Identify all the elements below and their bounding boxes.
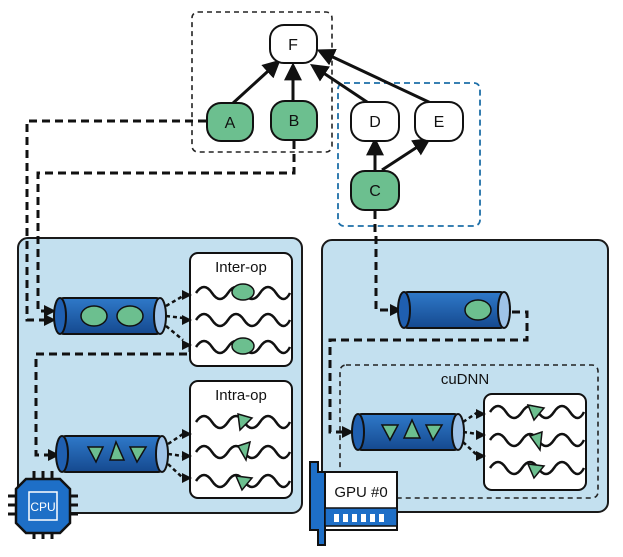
cudnn-box — [339, 364, 599, 499]
intraop-fanout-arrows — [167, 432, 184, 479]
node-e: E — [414, 101, 464, 142]
node-c: C — [350, 170, 400, 211]
connector-arrowheads — [44, 304, 402, 461]
node-f: F — [269, 24, 318, 64]
edge-c-e — [381, 138, 432, 172]
op-split-token — [526, 463, 546, 480]
op-split-token — [528, 430, 543, 453]
cpu-intraop-queue — [55, 435, 169, 473]
node-e-label: E — [434, 114, 445, 131]
op-split-token — [424, 424, 444, 442]
connector-b-queue — [36, 141, 296, 313]
op-split-token — [108, 439, 126, 461]
op-token — [80, 305, 108, 327]
edge-e-f — [316, 48, 434, 106]
node-d-label: D — [369, 114, 381, 131]
op-token — [231, 337, 255, 355]
node-a: A — [206, 102, 254, 142]
op-split-token — [526, 404, 546, 422]
op-split-token — [380, 424, 400, 442]
cpu-chip-label: CPU — [30, 500, 55, 514]
op-token — [116, 305, 144, 327]
intraop-label: Intra-op — [215, 387, 267, 404]
node-d: D — [350, 101, 400, 142]
node-c-label: C — [369, 183, 381, 200]
edge-d-f — [310, 64, 371, 106]
cudnn-label: cuDNN — [441, 371, 489, 388]
cpu-interop-queue — [53, 297, 167, 335]
connector-a-queue — [25, 119, 206, 322]
op-split-token — [234, 475, 254, 492]
op-split-token — [86, 446, 105, 464]
connector-c-gpu — [373, 211, 392, 312]
cpu-chip-icon: CPU — [8, 471, 78, 539]
edge-a-f — [230, 59, 281, 106]
interop-threads-box — [189, 252, 293, 367]
gpu-card-label: GPU #0 — [334, 484, 387, 501]
intraop-input-arrows — [182, 429, 192, 483]
op-split-token — [237, 412, 254, 432]
cudnn-queue — [351, 413, 465, 451]
op-split-token — [402, 418, 422, 439]
cudnn-input-arrows — [476, 409, 486, 461]
graph-edges — [230, 48, 434, 172]
gpu-card-icon: GPU #0 — [309, 461, 398, 546]
thread-wave — [194, 312, 292, 328]
op-token — [464, 299, 492, 321]
interop-label: Inter-op — [215, 259, 267, 276]
gpu-queue — [397, 291, 511, 329]
graph-box-top — [191, 11, 333, 153]
op-split-token — [128, 446, 148, 464]
node-f-label: F — [288, 37, 298, 54]
interop-fanout-arrows — [165, 294, 184, 341]
node-b-label: B — [289, 113, 300, 130]
node-b: B — [270, 100, 318, 141]
interop-input-arrows — [182, 290, 192, 350]
node-a-label: A — [225, 115, 236, 132]
op-split-token — [236, 440, 252, 463]
op-token — [231, 283, 255, 301]
cudnn-fanout-arrows — [462, 410, 479, 457]
graph-box-right — [337, 82, 481, 227]
intraop-threads-box — [189, 380, 293, 499]
